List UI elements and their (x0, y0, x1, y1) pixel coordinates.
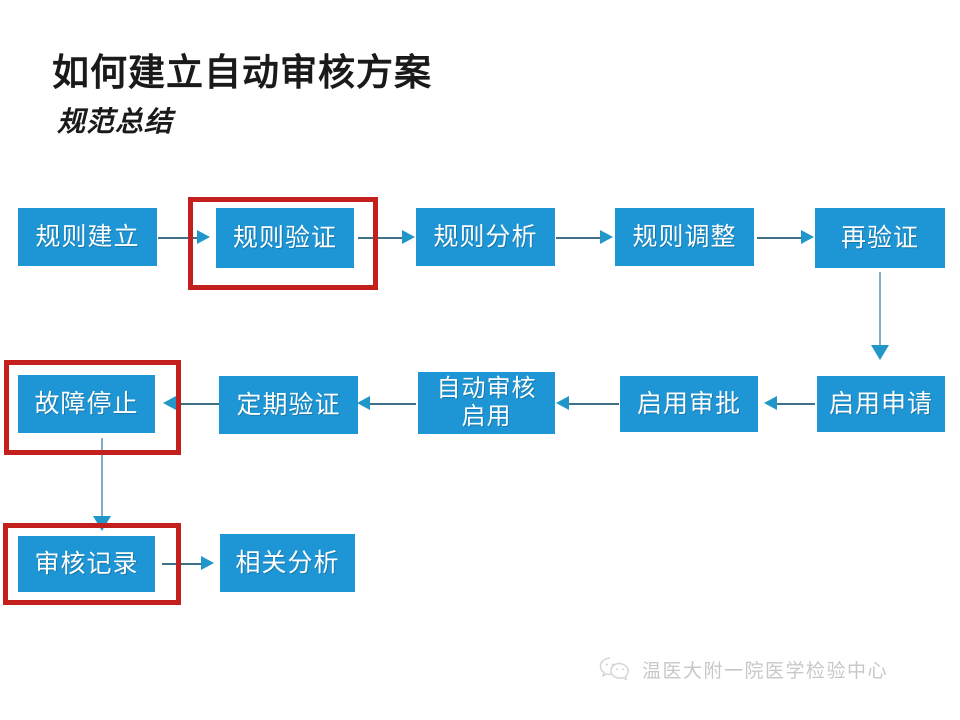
flow-node-rule-adjust[interactable]: 规则调整 (615, 208, 754, 266)
arrowhead-n4-n5 (801, 230, 814, 244)
connector-n11-n12 (162, 563, 204, 565)
flow-node-auto-verify-enable-line1: 自动审核 (436, 374, 537, 403)
connector-n3-n4 (556, 237, 604, 239)
arrowhead-n6-n7 (764, 396, 777, 410)
flow-node-periodic-validate[interactable]: 定期验证 (219, 376, 358, 434)
connector-n6-n7 (769, 403, 815, 405)
connector-n10-n11 (101, 438, 103, 522)
arrowhead-n11-n12 (201, 556, 214, 570)
arrowhead-n1-n2 (197, 230, 210, 244)
flow-node-enable-apply[interactable]: 启用申请 (817, 376, 945, 432)
flow-node-auto-verify-enable-line2: 启用 (461, 402, 512, 430)
flow-node-enable-approve[interactable]: 启用审批 (620, 376, 758, 432)
watermark-text: 温医大附一院医学检验中心 (642, 659, 889, 682)
connector-n8-n9 (362, 403, 416, 405)
arrowhead-n3-n4 (600, 230, 613, 244)
flow-node-rule-validate[interactable]: 规则验证 (216, 208, 354, 268)
connector-n5-n6 (879, 272, 881, 350)
highlight-box-rule-validation (188, 197, 378, 290)
footer-watermark: 温医大附一院医学检验中心 (598, 655, 888, 683)
flow-node-auto-verify-enable[interactable]: 自动审核 启用 (418, 372, 555, 434)
page-subtitle: 规范总结 (57, 107, 174, 138)
flow-node-audit-record[interactable]: 审核记录 (18, 536, 155, 592)
arrowhead-n9-n10 (163, 396, 176, 410)
connector-n9-n10 (168, 403, 220, 405)
arrowhead-n8-n9 (357, 396, 370, 410)
connector-n2-n3 (358, 237, 406, 239)
flow-node-related-analysis[interactable]: 相关分析 (220, 534, 355, 592)
connector-n7-n8 (561, 403, 619, 405)
flow-node-rule-analyze[interactable]: 规则分析 (416, 208, 555, 266)
flow-node-revalidate[interactable]: 再验证 (815, 208, 945, 268)
arrowhead-n5-n6 (871, 345, 889, 360)
flow-node-rule-create[interactable]: 规则建立 (18, 208, 157, 266)
highlight-box-audit-record (3, 523, 181, 605)
arrowhead-n2-n3 (402, 230, 415, 244)
connector-n1-n2 (158, 237, 200, 239)
arrowhead-n7-n8 (556, 396, 569, 410)
page-title: 如何建立自动审核方案 (52, 53, 432, 94)
wechat-icon (598, 655, 632, 683)
flow-node-fault-stop[interactable]: 故障停止 (18, 375, 155, 433)
connector-n4-n5 (757, 237, 805, 239)
highlight-box-fault-stop (4, 360, 181, 455)
